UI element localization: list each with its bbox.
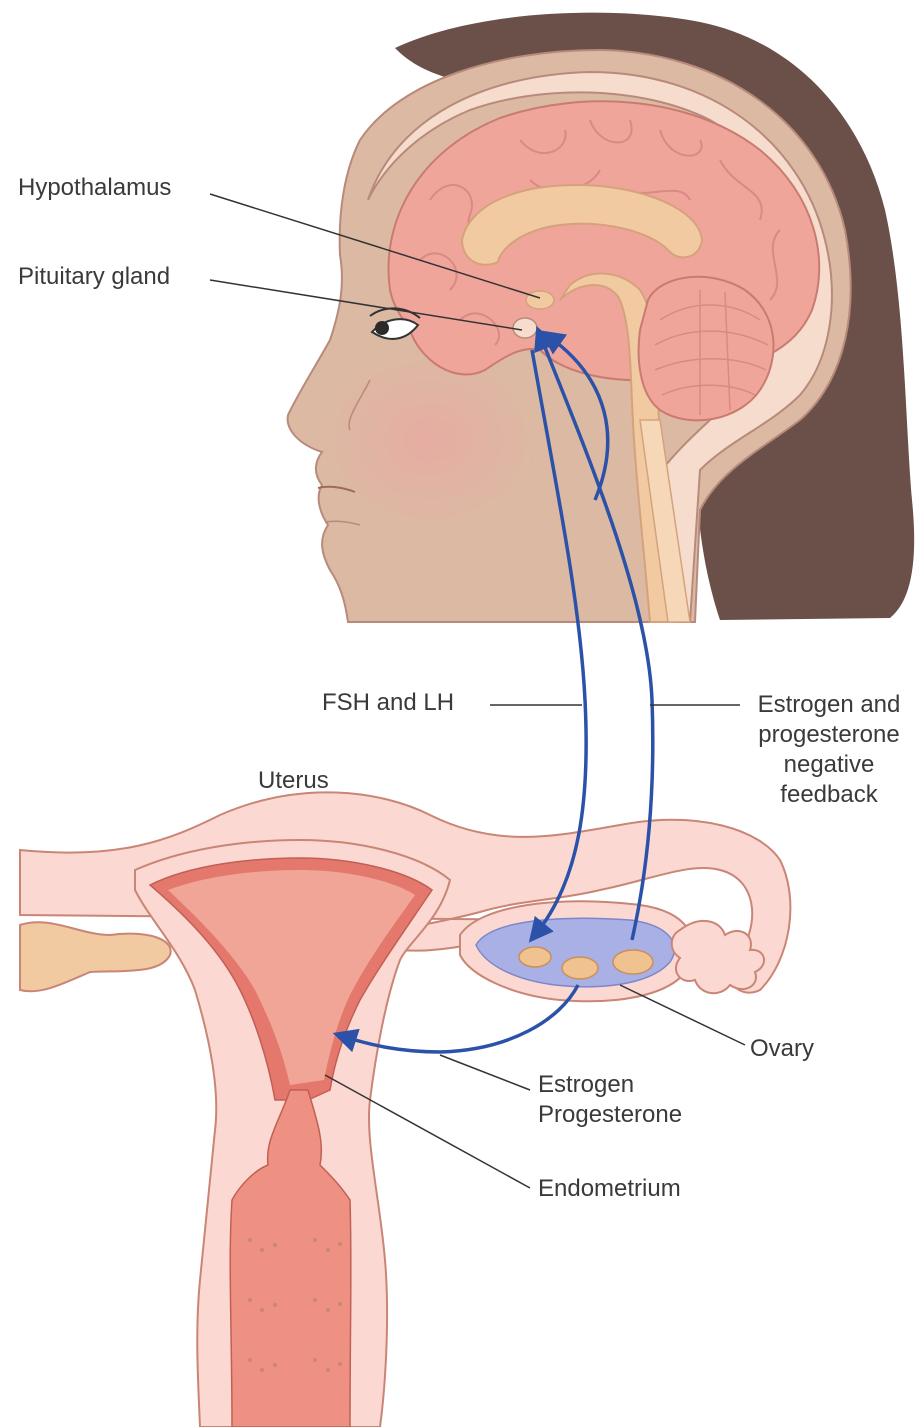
uterine-cavity (168, 870, 415, 1085)
nose-line (348, 379, 371, 431)
reproductive-system (19, 791, 792, 1427)
pituitary-region (512, 317, 538, 339)
feedback-line-1: Estrogen and (757, 691, 901, 718)
fimbriae (670, 920, 765, 995)
short-loop-arrow (540, 330, 610, 501)
estrogen-arrow (332, 984, 580, 1054)
hypothalamus-label: Hypothalamus (18, 174, 172, 201)
leader-lines (209, 193, 746, 1189)
vaginal-canal (229, 1089, 352, 1427)
corpus-callosum (460, 184, 704, 266)
feedback-line-3: negative (783, 751, 875, 778)
mouth-line (317, 485, 356, 493)
hormone-line-2: Progesterone (538, 1101, 683, 1128)
left-ovary (19, 921, 172, 993)
cheek-blush (320, 350, 540, 530)
feedback-line-2: progesterone (758, 721, 900, 748)
uterus-label: Uterus (258, 767, 329, 794)
head (286, 12, 915, 623)
endometrium-label: Endometrium (538, 1175, 681, 1202)
hormone-line-1: Estrogen (538, 1071, 635, 1098)
ovary-label: Ovary (750, 1035, 815, 1062)
feedback-arrow (534, 325, 655, 941)
spinal-cord (639, 419, 691, 623)
hormone-arrows (332, 325, 655, 1054)
vaginal-texture (248, 1238, 342, 1372)
skull (367, 70, 833, 623)
negative-feedback-label: Estrogen and progesterone negative feedb… (740, 690, 918, 810)
feedback-line-4: feedback (780, 781, 878, 808)
hormones-label: Estrogen Progesterone (538, 1070, 682, 1130)
cerebellum (637, 275, 775, 422)
eye (369, 307, 421, 340)
fsh-lh-label: FSH and LH (322, 689, 455, 716)
chin-line (324, 520, 361, 526)
hypothalamus-region (525, 290, 555, 310)
fsh-lh-arrow (528, 349, 588, 943)
pituitary-gland-label: Pituitary gland (18, 263, 171, 290)
